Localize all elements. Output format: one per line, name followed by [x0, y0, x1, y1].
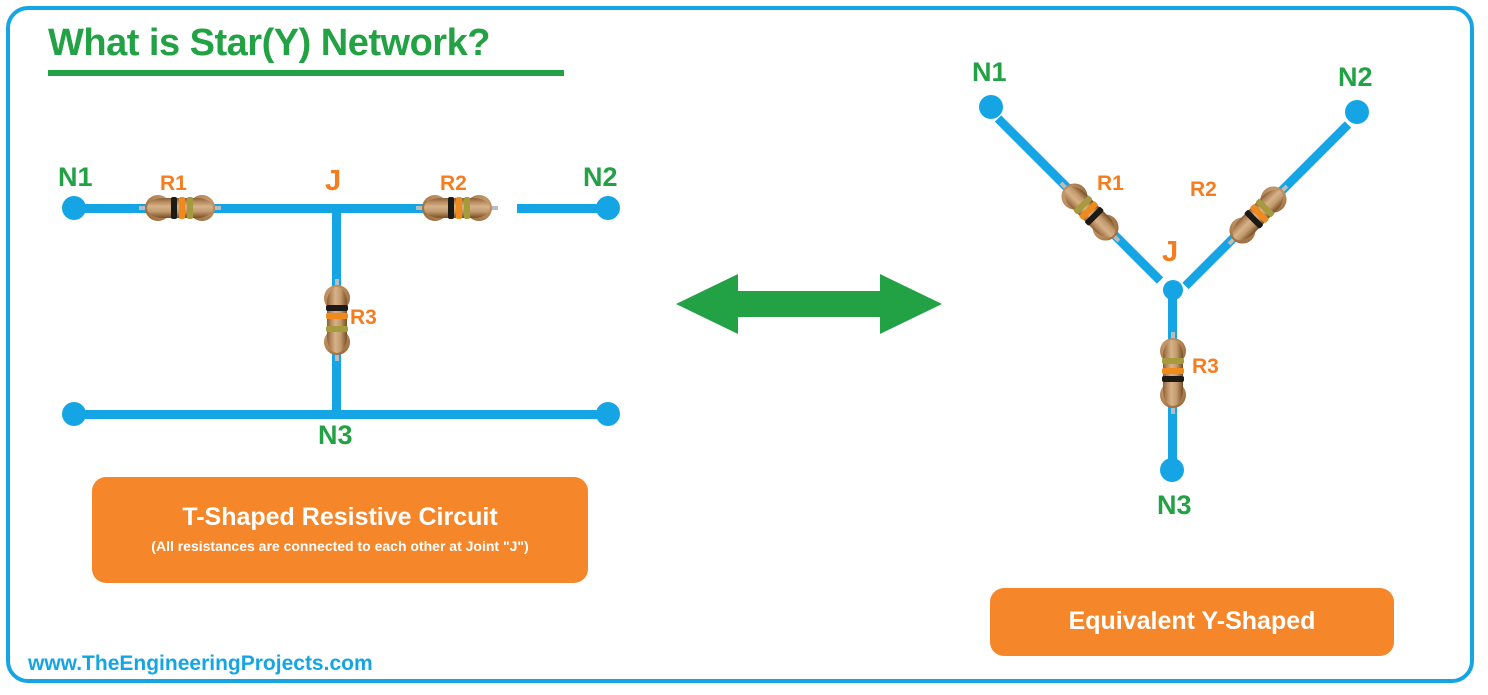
label-n2-left: N2 — [583, 162, 618, 192]
resistor-band-orange — [456, 197, 462, 219]
resistor-r2-left — [416, 195, 498, 221]
label-n1-left: N1 — [58, 162, 93, 192]
wire-junction-to-r3 — [332, 204, 341, 288]
wire-r3-to-n3-right — [1168, 404, 1177, 466]
footer-url: www.TheEngineeringProjects.com — [28, 652, 373, 675]
node-n1-right — [979, 95, 1003, 119]
node-n3-left-terminal — [62, 402, 86, 426]
resistor-band-black — [448, 197, 454, 219]
resistor-r3-right — [1160, 332, 1186, 414]
wire-bottom-rail — [76, 410, 610, 419]
label-r1-left: R1 — [160, 172, 187, 195]
resistor-band-olive — [326, 326, 348, 332]
caption-t-shaped-title: T-Shaped Resistive Circuit — [182, 503, 498, 531]
label-r3-left: R3 — [350, 306, 377, 329]
resistor-band-black — [171, 197, 177, 219]
caption-y-shaped-title: Equivalent Y-Shaped — [1068, 607, 1316, 635]
node-n3-right-terminal — [596, 402, 620, 426]
wire-r3-to-bottom-rail — [332, 350, 341, 416]
node-n2-right — [1345, 100, 1369, 124]
label-j-right: J — [1162, 236, 1179, 268]
label-r2-left: R2 — [440, 172, 467, 195]
resistor-band-orange — [326, 313, 348, 319]
equivalence-arrow — [676, 272, 942, 336]
title-underline — [48, 70, 564, 76]
label-j-left: J — [325, 165, 342, 197]
resistor-lead-top — [335, 279, 339, 287]
node-n3-right — [1160, 458, 1184, 482]
wire-junction-to-r2 — [336, 204, 446, 213]
wire-junction-to-r3-right — [1168, 292, 1177, 342]
wire-r2-to-n2 — [517, 204, 609, 213]
resistor-lead-bottom — [1171, 406, 1175, 414]
page-title: What is Star(Y) Network? — [48, 22, 490, 64]
node-n1-left — [62, 196, 86, 220]
label-r3-right: R3 — [1192, 355, 1219, 378]
label-n3-left: N3 — [318, 420, 353, 450]
resistor-band-olive — [1162, 358, 1184, 364]
wire-n1-to-r1 — [76, 204, 154, 213]
label-n2-right: N2 — [1338, 62, 1373, 92]
node-junction-right — [1163, 280, 1183, 300]
caption-t-shaped-subtitle: (All resistances are connected to each o… — [151, 538, 529, 554]
resistor-lead-top — [1171, 332, 1175, 340]
label-n3-right: N3 — [1157, 490, 1192, 520]
resistor-band-black — [1162, 376, 1184, 382]
label-n1-right: N1 — [972, 57, 1007, 87]
wire-r1-to-junction — [206, 204, 341, 213]
double-arrow-icon — [676, 274, 942, 334]
resistor-r3-left — [324, 279, 350, 361]
resistor-band-orange — [179, 197, 185, 219]
resistor-band-black — [326, 305, 348, 311]
node-n2-left — [596, 196, 620, 220]
caption-t-shaped: T-Shaped Resistive Circuit (All resistan… — [92, 477, 588, 583]
label-r1-right: R1 — [1097, 172, 1124, 195]
resistor-band-olive — [464, 197, 470, 219]
label-r2-right: R2 — [1190, 178, 1217, 201]
resistor-r1-left — [139, 195, 221, 221]
resistor-lead-bottom — [335, 353, 339, 361]
resistor-band-olive — [187, 197, 193, 219]
resistor-band-orange — [1162, 368, 1184, 374]
caption-y-shaped: Equivalent Y-Shaped — [990, 588, 1394, 656]
resistor-r2-right — [1223, 180, 1294, 251]
resistor-body — [327, 287, 347, 353]
